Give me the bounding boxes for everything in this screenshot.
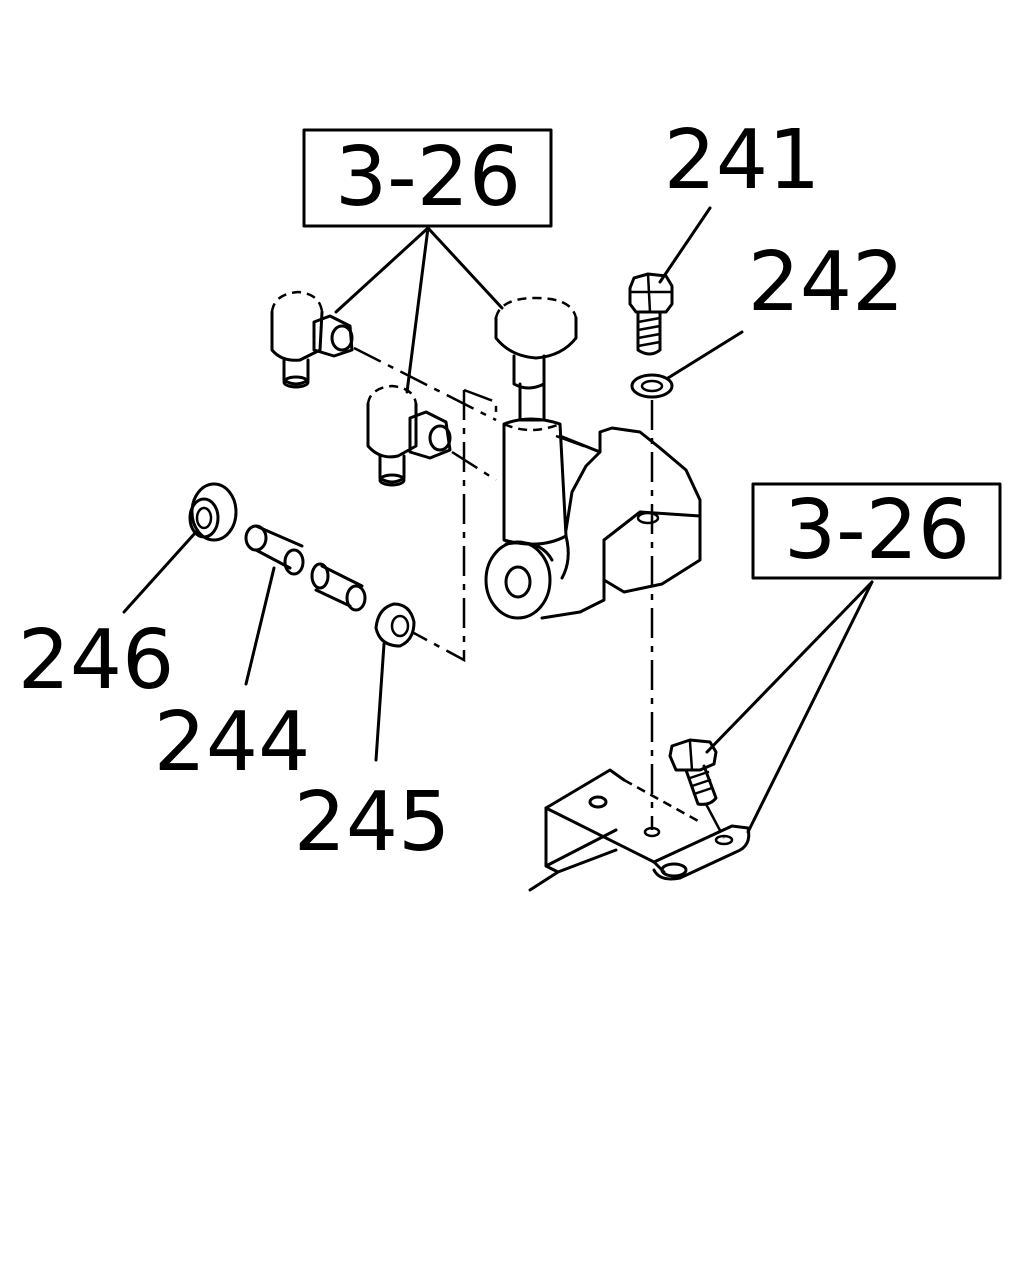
pin-244-icon: [244, 524, 367, 612]
clip-245-icon: [374, 602, 416, 648]
washer-242-icon: [630, 373, 674, 399]
part-leaders: [122, 206, 744, 762]
valve-phantom-line: [555, 434, 601, 454]
bolt-241-icon: [628, 272, 674, 356]
elbow-fitting-icon: [270, 290, 497, 422]
reference-label-top: 3-26: [335, 130, 521, 225]
valve-knob-icon: [494, 296, 578, 422]
bushing-246-icon: [188, 482, 238, 542]
part-number-246[interactable]: 246: [18, 613, 175, 708]
reference-right-leaders: [705, 580, 874, 834]
part-number-241[interactable]: 241: [664, 113, 821, 208]
part-number-244[interactable]: 244: [154, 695, 311, 790]
part-number-245[interactable]: 245: [294, 775, 451, 870]
pin-phantom-line: [411, 388, 498, 663]
reference-label-right: 3-26: [784, 483, 970, 578]
reference-box-top[interactable]: 3-26: [302, 128, 553, 228]
valve-body-icon: [484, 417, 702, 620]
reference-box-right[interactable]: 3-26: [751, 482, 1002, 580]
mounting-bracket-icon: [528, 768, 751, 892]
reference-top-leaders: [334, 226, 504, 394]
tee-fitting-icon: [366, 384, 497, 487]
bracket-bolt-icon: [668, 738, 726, 839]
part-number-242[interactable]: 242: [748, 235, 905, 330]
